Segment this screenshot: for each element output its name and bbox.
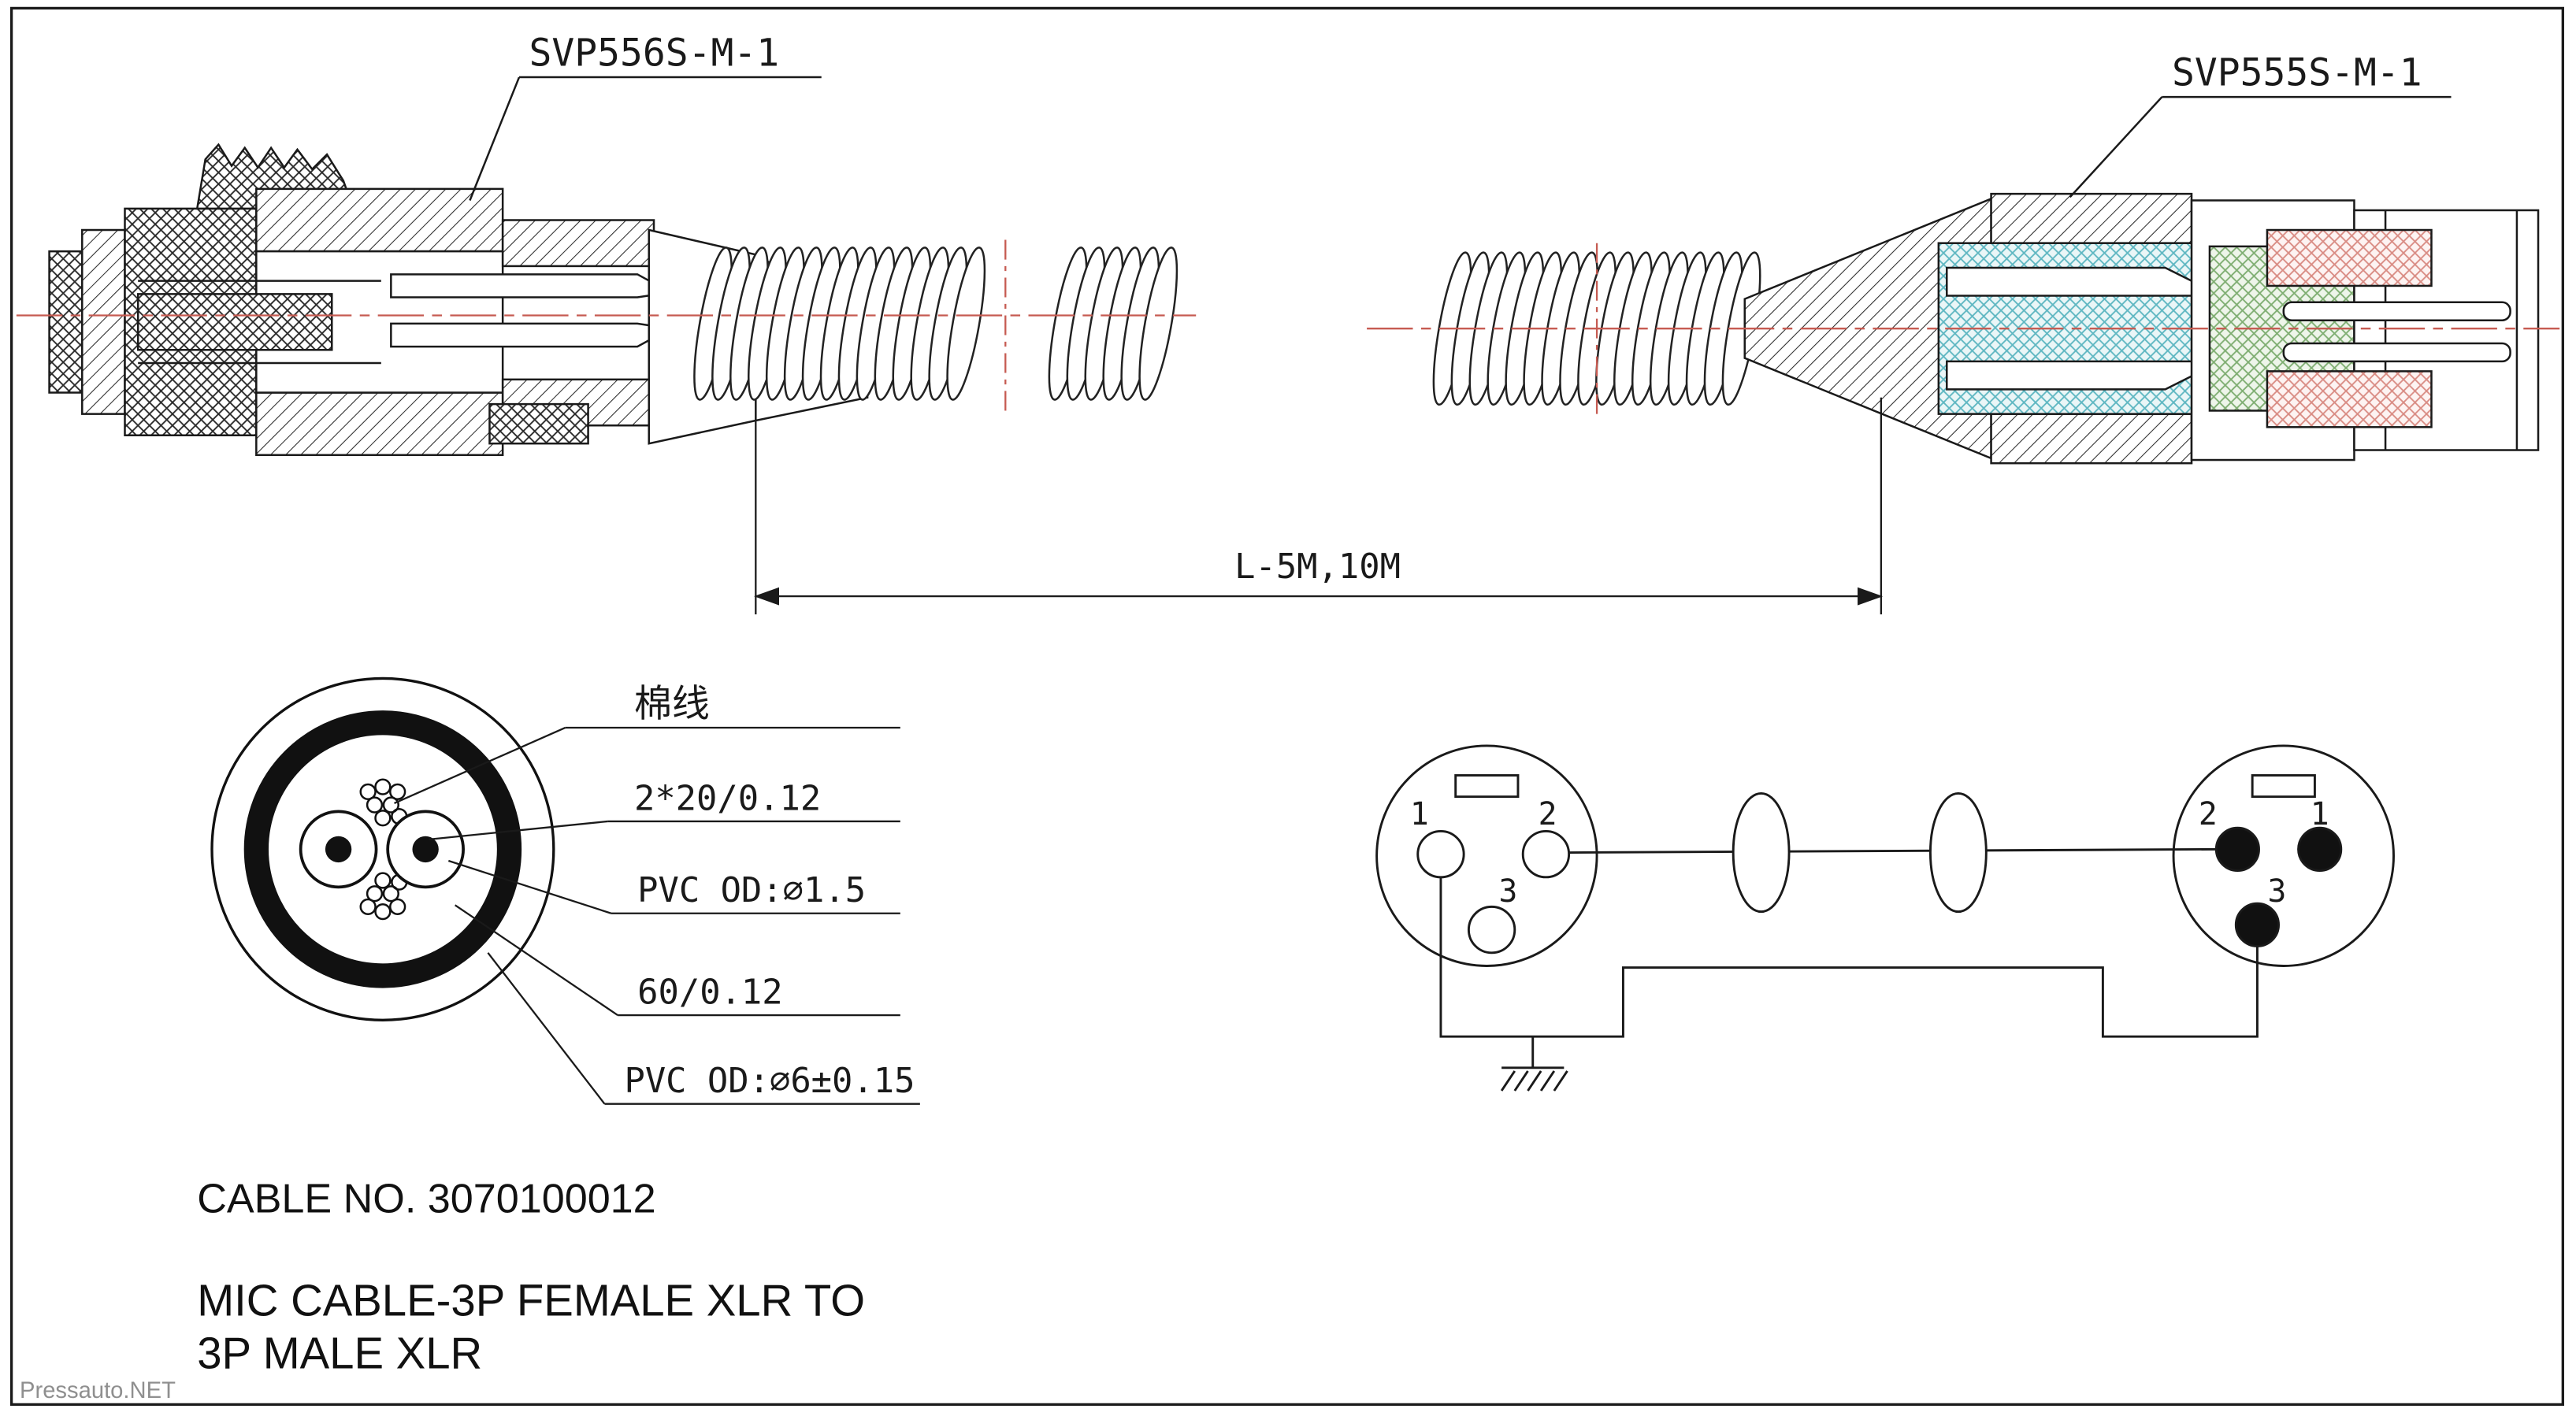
wiring-schematic: 1 2 3 2 1 3 [1375, 744, 2395, 1092]
contact-tube-lower [1946, 360, 2203, 391]
coiled-cable-left [685, 244, 993, 403]
male-connector-drawing [1743, 192, 2540, 465]
callout-jacket-od: PVC OD:∅6±0.15 [487, 952, 920, 1105]
cable-description-line1: MIC CABLE-3P FEMALE XLR TO [197, 1276, 865, 1325]
callout-jacket-od-text: PVC OD:∅6±0.15 [624, 1061, 915, 1101]
length-dimension: L-5M,10M [754, 397, 1884, 615]
ground-symbol [1500, 1036, 1568, 1092]
contact-tube-upper [1946, 266, 2203, 297]
pin-seal-lower [2266, 370, 2433, 428]
label-leader-right [2069, 96, 2163, 198]
pin1-right [2297, 826, 2343, 872]
cable-description-line2: 3P MALE XLR [197, 1329, 482, 1378]
key-notch-right [2251, 774, 2316, 799]
cable-cross-section [210, 676, 555, 1021]
pin2-left [1521, 829, 1571, 879]
dimension-label: L-5M,10M [1234, 547, 1401, 587]
wire-pin2 [1568, 847, 2217, 854]
pin-seal-upper [2266, 228, 2433, 287]
callout-shield-spec: 60/0.12 [455, 904, 900, 1017]
label-right-text: SVP555S-M-1 [2172, 50, 2422, 95]
cable-clamp [488, 402, 589, 445]
label-left-text: SVP556S-M-1 [529, 31, 780, 75]
callout-shield-spec-text: 60/0.12 [637, 972, 782, 1012]
pin2-right [2214, 826, 2260, 872]
xlr-pin-upper [2282, 301, 2511, 321]
shield-braid-ring [243, 710, 522, 988]
watermark-text: Pressauto.NET [20, 1378, 176, 1403]
contact-prong-lower [390, 322, 674, 348]
pin-label-left-2: 2 [1539, 796, 1557, 832]
filler-strands-bottom [359, 872, 408, 921]
callout-cotton-thread: 棉线 [394, 681, 900, 805]
pin-label-left-3: 3 [1499, 873, 1518, 910]
key-notch-left [1454, 774, 1520, 799]
pin3-left [1467, 905, 1516, 955]
pin-label-right-1: 1 [2311, 796, 2329, 832]
label-leader-left [469, 76, 521, 201]
contact-prong-upper [390, 273, 674, 298]
pin-label-left-1: 1 [1410, 796, 1429, 832]
callout-conductor-od-text: PVC OD:∅1.5 [637, 870, 866, 910]
contact-block [136, 293, 333, 351]
female-connector-drawing [48, 143, 869, 457]
xlr-pin-lower [2282, 342, 2511, 363]
wire-shield-route [1439, 877, 2259, 1038]
male-xlr-face: 2 1 3 [2172, 744, 2395, 967]
cable-number-text: CABLE NO. 3070100012 [197, 1176, 655, 1221]
cable-oval-1 [1732, 792, 1791, 914]
callout-conductor-spec-text: 2*20/0.12 [634, 778, 821, 818]
cable-oval-2 [1928, 792, 1988, 914]
pin-label-right-2: 2 [2199, 796, 2218, 832]
male-connector-label: SVP555S-M-1 [2069, 50, 2452, 198]
callout-conductor-spec: 2*20/0.12 [429, 778, 900, 841]
pin-label-right-3: 3 [2268, 873, 2287, 910]
pin3-right [2234, 902, 2280, 947]
callout-conductor-od: PVC OD:∅1.5 [447, 859, 900, 914]
female-connector-label: SVP556S-M-1 [469, 31, 822, 201]
callout-cotton-thread-text: 棉线 [634, 681, 710, 725]
